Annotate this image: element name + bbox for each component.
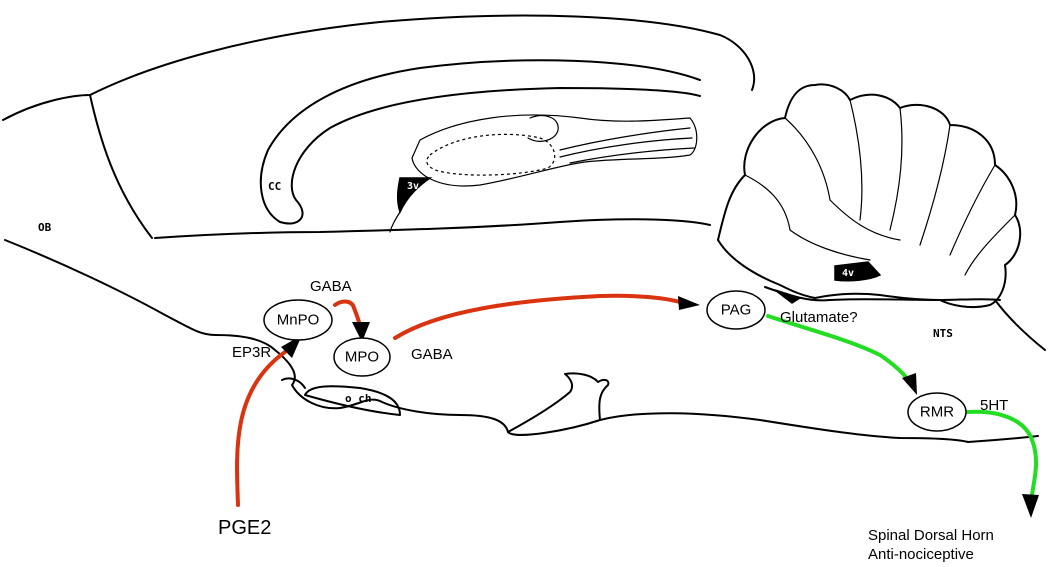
mnpo-node-label: MnPO [277, 312, 320, 329]
rmr-to-spinal-arrowhead [1022, 494, 1039, 518]
pge2-to-mnpo-arrowhead [281, 335, 302, 358]
anti-nociceptive-label: Anti-nociceptive [868, 546, 974, 563]
fourth-ventricle-shape [834, 261, 882, 282]
diencephalon-upper-outline [154, 218, 711, 239]
gaba-label-mpo: GABA [411, 346, 453, 363]
rmr-to-spinal-pathway [966, 409, 1039, 497]
spinal-dorsal-horn-label: Spinal Dorsal Horn [868, 527, 994, 544]
cerebellum-folium-9 [829, 199, 901, 241]
mnpo-to-mpo-arrowhead [352, 322, 370, 342]
cerebellum-ventral-outline [717, 239, 816, 299]
optic-chiasm [304, 385, 401, 416]
infundibulum-outline [281, 377, 306, 389]
hippocampus-layer-3 [569, 147, 695, 164]
pge2-to-mnpo-pathway [235, 350, 287, 507]
mpo-to-pag-arrowhead [678, 296, 700, 310]
pag-node-label: PAG [721, 302, 752, 319]
cerebellum-folium-8 [789, 229, 871, 261]
hippocampus-inner-loop [527, 115, 559, 142]
third-ventricle-line [389, 211, 401, 233]
fourth-ventricle-label: 4v [842, 268, 854, 279]
pag-to-rmr-arrowhead [902, 373, 917, 395]
cerebellum-folium-6 [949, 164, 996, 256]
mpo-node-label: MPO [345, 349, 379, 366]
ep3r-label: EP3R [232, 344, 271, 361]
cerebellum-folium-1 [744, 174, 791, 231]
pge2-label: PGE2 [218, 517, 271, 539]
hippocampus-layer-2 [559, 137, 693, 158]
gaba-label-top: GABA [310, 278, 352, 295]
mpo-node [333, 337, 391, 377]
third-ventricle-label: 3v [407, 181, 419, 192]
pons-protrusion [507, 372, 610, 433]
brain-ventral-outline [4, 239, 969, 443]
cerebellum-folium-2 [784, 117, 831, 201]
pag-node [706, 290, 766, 330]
rmr-node-label: RMR [920, 404, 954, 421]
glutamate-label: Glutamate? [780, 309, 858, 326]
hippocampus-layer-1 [559, 127, 691, 151]
cerebellum-folium-7 [964, 214, 1016, 276]
serotonin-label: 5HT [980, 397, 1008, 414]
nts-label: NTS [933, 327, 953, 340]
brainstem-caudal-outline [967, 435, 1039, 443]
cerebellum-folium-3 [849, 99, 863, 221]
brainstem-floor-line [764, 286, 1001, 302]
optic-chiasm-label: o ch [345, 392, 372, 405]
hippocampus-dashed [426, 133, 556, 176]
pag-to-rmr-pathway [766, 314, 910, 382]
olfactory-bulb-label: OB [38, 221, 52, 234]
mnpo-node [263, 299, 333, 341]
hippocampus-outer [411, 114, 698, 187]
mpo-to-pag-pathway [393, 293, 682, 340]
corpus-callosum [259, 59, 701, 225]
cortex-dorsal-outline [2, 14, 756, 121]
cerebellum-folium-5 [919, 124, 951, 246]
corpus-callosum-label: CC [268, 180, 281, 193]
olfactory-bulb-boundary [89, 94, 153, 239]
cerebellum-folium-4 [889, 107, 903, 231]
brainstem-dorsal-outline [994, 299, 1046, 351]
rmr-node [907, 392, 967, 432]
